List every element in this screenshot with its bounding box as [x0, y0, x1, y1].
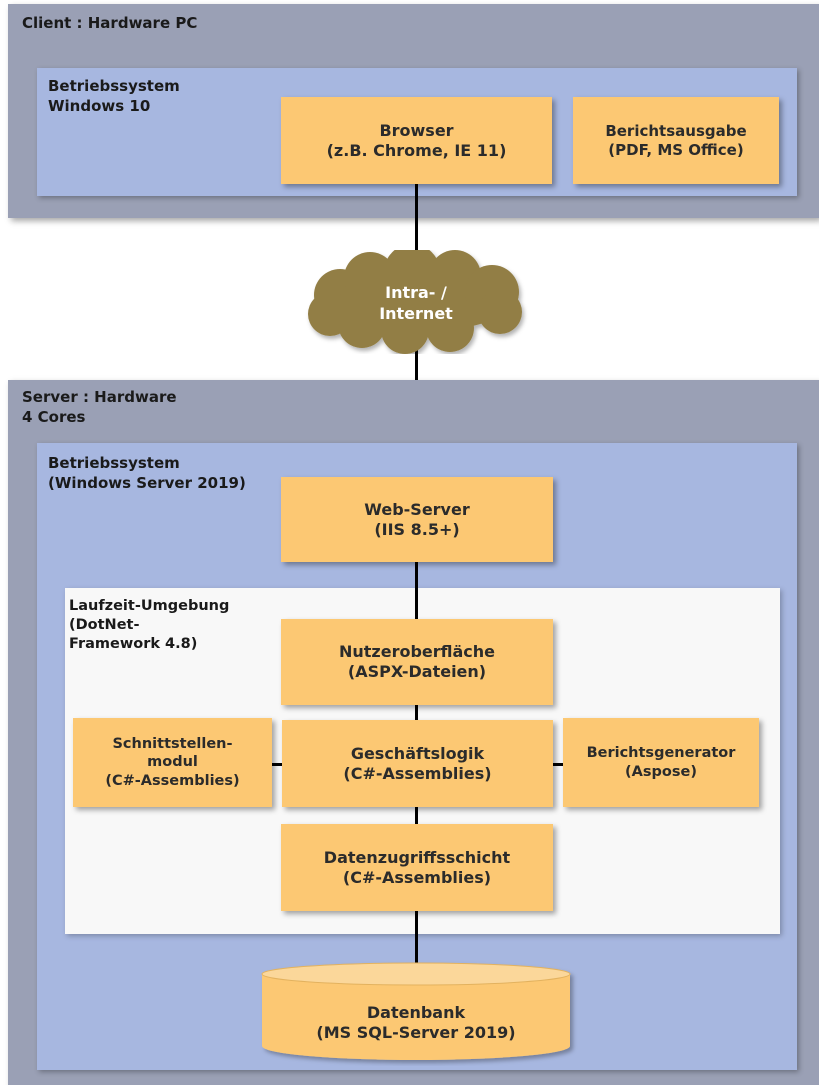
database-icon [261, 962, 571, 1060]
database-label: Datenbank (MS SQL-Server 2019) [316, 1003, 516, 1042]
report-output-box: Berichtsausgabe (PDF, MS Office) [573, 97, 779, 184]
connector-interface-business [270, 763, 284, 766]
browser-box: Browser (z.B. Chrome, IE 11) [281, 97, 552, 184]
server-os-label: Betriebssystem (Windows Server 2019) [48, 454, 246, 492]
connector-dal-db [415, 910, 418, 970]
business-logic-box: Geschäftslogik (C#-Assemblies) [282, 720, 553, 807]
connector-ui-business [415, 704, 418, 724]
client-os-label: Betriebssystem Windows 10 [48, 77, 180, 115]
data-access-layer-box: Datenzugriffsschicht (C#-Assemblies) [281, 824, 553, 911]
runtime-label: Laufzeit-Umgebung (DotNet- Framework 4.8… [69, 598, 230, 652]
ui-layer-box: Nutzeroberfläche (ASPX-Dateien) [281, 619, 553, 705]
connector-client-network [415, 184, 418, 274]
webserver-box: Web-Server (IIS 8.5+) [281, 477, 553, 562]
connector-webserver-ui [415, 561, 418, 621]
connector-business-reportgen [552, 763, 564, 766]
server-hardware-label: Server : Hardware 4 Cores [22, 388, 177, 426]
cloud-icon [308, 250, 522, 354]
interface-module-box: Schnittstellen- modul (C#-Assemblies) [73, 718, 272, 807]
network-label: Intra- / Internet [379, 283, 453, 323]
report-generator-box: Berichtsgenerator (Aspose) [563, 718, 759, 807]
connector-business-dal [415, 806, 418, 826]
client-hardware-label: Client : Hardware PC [22, 14, 198, 32]
